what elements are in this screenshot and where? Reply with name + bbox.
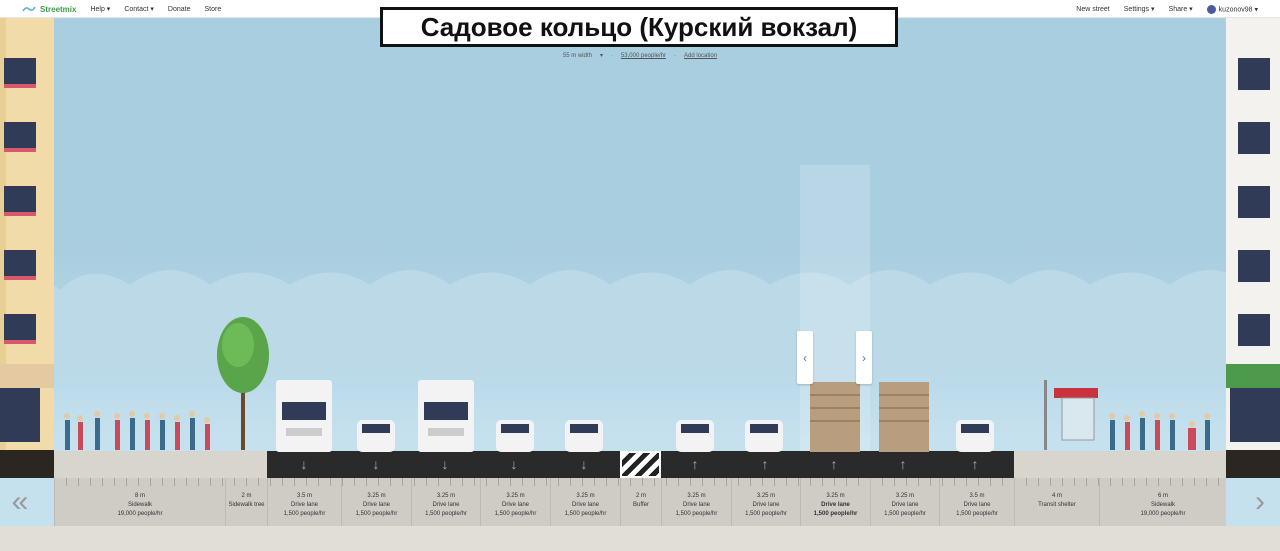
tree-illustration: [217, 317, 269, 450]
sidewalk-right: [1014, 451, 1226, 478]
username: kuzonov98 ▾: [1218, 5, 1258, 13]
menu-share[interactable]: Share ▾: [1168, 6, 1193, 13]
lane-arrow-up-icon: ↑: [830, 456, 838, 472]
streetmix-logo-icon: [22, 6, 36, 12]
pedestrians-right: [1109, 411, 1210, 450]
meta-separator: ·: [610, 53, 613, 59]
width-dropdown-icon[interactable]: ▾: [599, 53, 603, 59]
buffer-stripes: [620, 451, 661, 478]
sidewalk-left: [54, 451, 267, 478]
new-street-button[interactable]: New street: [1076, 5, 1110, 13]
user-menu[interactable]: kuzonov98 ▾: [1206, 4, 1258, 14]
menu-contact[interactable]: Contact ▾: [124, 6, 154, 13]
chevron-left-icon: ‹: [803, 350, 807, 365]
link-store[interactable]: Store: [204, 5, 222, 13]
transit-shelter-illustration: [1044, 380, 1098, 450]
clouds: [0, 270, 1280, 375]
lane-arrow-up-icon: ↑: [899, 456, 907, 472]
pedestrians-left: [64, 411, 210, 450]
bottom-strip: [0, 526, 1280, 551]
logo-text: Streetmix: [40, 4, 77, 14]
lane-arrow-up-icon: ↑: [691, 456, 699, 472]
link-donate[interactable]: Donate: [167, 5, 191, 13]
streetmix-logo[interactable]: Streetmix: [22, 5, 76, 14]
resize-handle-right[interactable]: ›: [856, 331, 872, 384]
street-meta: 55 m width ▾ · 53,000 people/hr · Add locatio…: [0, 52, 1280, 59]
street-capacity[interactable]: 53,000 people/hr: [620, 53, 667, 59]
ruler-ticks: [54, 478, 1226, 486]
scroll-left-button[interactable]: «: [0, 478, 40, 526]
menu-settings[interactable]: Settings ▾: [1123, 6, 1155, 13]
building-right: [1226, 18, 1280, 478]
lane-arrow-up-icon: ↑: [971, 456, 979, 472]
add-location-link[interactable]: Add location: [684, 53, 718, 59]
lane-arrow-down-icon: ↓: [580, 456, 588, 472]
page-title: Садовое кольцо (Курский вокзал): [420, 11, 858, 42]
scroll-right-button[interactable]: ›: [1240, 478, 1280, 526]
chevron-double-left-icon: «: [11, 485, 29, 518]
lane-arrow-down-icon: ↓: [300, 456, 308, 472]
chevron-right-icon: ›: [862, 350, 866, 365]
menu-help[interactable]: Help ▾: [90, 6, 111, 13]
lane-arrow-down-icon: ↓: [441, 456, 449, 472]
building-left: [0, 18, 54, 478]
lane-arrow-down-icon: ↓: [372, 456, 380, 472]
lane-arrow-up-icon: ↑: [761, 456, 769, 472]
vehicles: [276, 380, 994, 452]
street-width[interactable]: 55 m width: [562, 53, 592, 59]
avatar: [1206, 4, 1216, 14]
lane-arrow-down-icon: ↓: [510, 456, 518, 472]
street-name-title[interactable]: Садовое кольцо (Курский вокзал): [380, 7, 898, 47]
resize-handle-left[interactable]: ‹: [797, 331, 813, 384]
meta-separator: ·: [674, 53, 677, 59]
chevron-right-icon: ›: [1255, 485, 1265, 518]
